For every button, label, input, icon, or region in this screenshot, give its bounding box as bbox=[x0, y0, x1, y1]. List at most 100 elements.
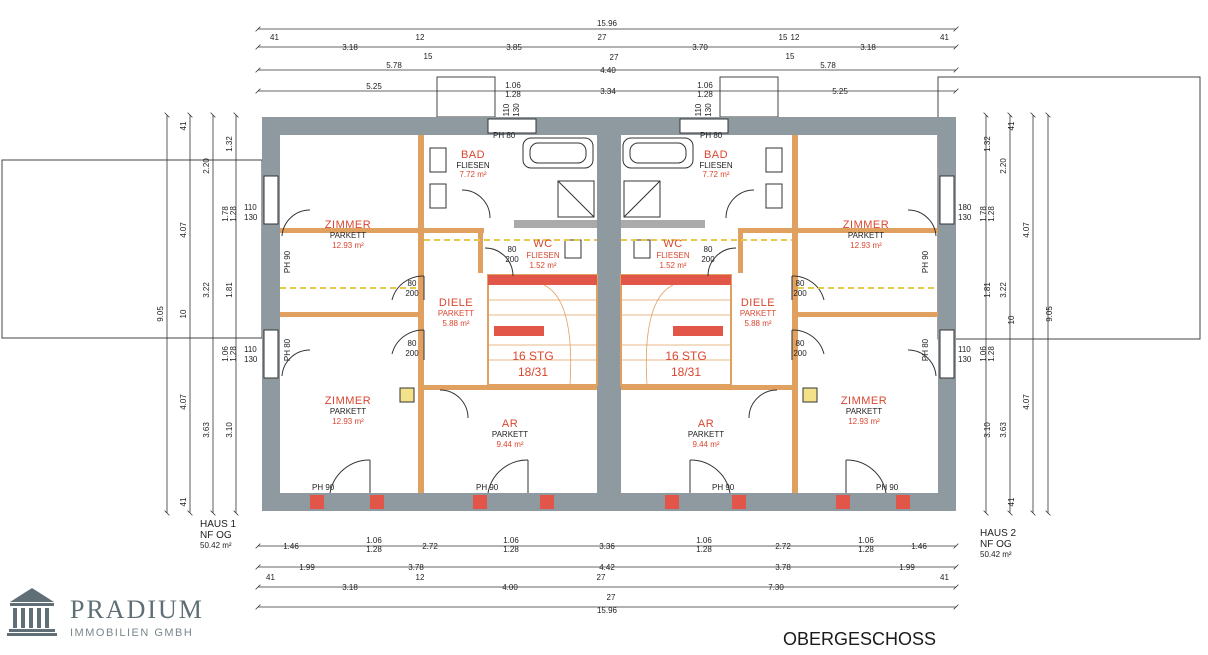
dim-value: 3.85 bbox=[506, 43, 522, 52]
stair-label-2: 16 STG bbox=[665, 349, 706, 363]
dimension-labels-bottom: 1.46 1.06 1.28 2.72 3.36 1.06 1.28 2.72 … bbox=[266, 536, 949, 615]
dim-value: 3.63 bbox=[202, 422, 211, 438]
room-floor: PARKETT bbox=[492, 430, 528, 439]
dim-value: 41 bbox=[179, 497, 188, 506]
dim-value: 2.72 bbox=[775, 542, 791, 551]
room-labels: ZIMMER PARKETT 12.93 m² ZIMMER PARKETT 1… bbox=[325, 149, 889, 449]
dim-value: 1.28 bbox=[229, 206, 238, 222]
dim-value: 41 bbox=[940, 33, 949, 42]
dim-value: 130 bbox=[958, 355, 972, 364]
dim-value: 3.36 bbox=[599, 542, 615, 551]
dimension-labels-left: 9.05 41 4.07 10 4.07 41 1.32 2.20 3.22 3… bbox=[156, 121, 258, 506]
room-floor: PARKETT bbox=[848, 231, 884, 240]
dim-value: 3.22 bbox=[202, 282, 211, 298]
dim-value: 4.07 bbox=[1022, 222, 1031, 238]
room-area: 12.93 m² bbox=[332, 417, 364, 426]
dim-value: 4.40 bbox=[600, 66, 616, 75]
dim-value: 1.06 bbox=[503, 536, 519, 545]
company-logo: PRADIUM IMMOBILIEN GMBH bbox=[7, 588, 202, 639]
dim-value: 1.81 bbox=[225, 282, 234, 298]
dimension-labels-right: 9.05 41 4.07 10 4.07 41 1.32 2.20 3.22 3… bbox=[958, 121, 1054, 506]
house-1-area: 50.42 m² bbox=[200, 541, 232, 550]
chimney-icon bbox=[399, 387, 415, 403]
dim-value: 1.28 bbox=[505, 90, 521, 99]
chimney-icon bbox=[802, 387, 818, 403]
windows bbox=[263, 118, 955, 509]
dim-value: 9.05 bbox=[1045, 306, 1054, 322]
dim-value: 41 bbox=[270, 33, 279, 42]
sink-icon bbox=[429, 183, 447, 209]
door-type: PH 90 bbox=[712, 483, 735, 492]
dim-value: 130 bbox=[244, 355, 258, 364]
dim-value: 3.70 bbox=[692, 43, 708, 52]
house-2-area: 50.42 m² bbox=[980, 550, 1012, 559]
door-type: PH 80 bbox=[283, 338, 292, 361]
dim-value: 1.32 bbox=[983, 136, 992, 152]
dim-value: 4.07 bbox=[179, 222, 188, 238]
dim-value: 3.18 bbox=[342, 583, 358, 592]
dim-value: 5.25 bbox=[366, 82, 382, 91]
dim-value: 1.78 bbox=[221, 206, 230, 222]
dim-value: 1.06 bbox=[221, 346, 230, 362]
dim-value: 2.20 bbox=[999, 158, 1008, 174]
house-1-label: HAUS 1 bbox=[200, 519, 237, 530]
room-floor: FLIESEN bbox=[699, 161, 733, 170]
dim-value: 1.28 bbox=[987, 346, 996, 362]
toilet-icon bbox=[564, 239, 582, 259]
dim-value: 4.00 bbox=[502, 583, 518, 592]
door-type: PH 90 bbox=[312, 483, 335, 492]
dim-value: 5.78 bbox=[820, 61, 836, 70]
door-height: 200 bbox=[505, 255, 519, 264]
fixtures bbox=[399, 137, 818, 403]
dim-value: 1.81 bbox=[983, 282, 992, 298]
door-width: 80 bbox=[704, 245, 713, 254]
dim-value: 1.78 bbox=[979, 206, 988, 222]
door-height: 200 bbox=[793, 349, 807, 358]
dim-value: 1.06 bbox=[505, 81, 521, 90]
dim-value: 1.06 bbox=[979, 346, 988, 362]
dim-value: 12 bbox=[416, 33, 425, 42]
door-width: 80 bbox=[408, 279, 417, 288]
room-floor: PARKETT bbox=[688, 430, 724, 439]
dim-value: 1.06 bbox=[366, 536, 382, 545]
room-area: 7.72 m² bbox=[459, 170, 486, 179]
door-type: PH 80 bbox=[700, 131, 723, 140]
dim-value: 1.28 bbox=[229, 346, 238, 362]
dim-value: 41 bbox=[179, 121, 188, 130]
dim-value: 7.30 bbox=[768, 583, 784, 592]
sink-icon bbox=[765, 183, 783, 209]
dim-value: 3.10 bbox=[225, 422, 234, 438]
door-width: 80 bbox=[796, 339, 805, 348]
house-1-sublabel: NF OG bbox=[200, 530, 232, 541]
dim-value: 15 bbox=[424, 52, 433, 61]
dim-value: 1.06 bbox=[858, 536, 874, 545]
dim-top-total: 15.96 bbox=[597, 19, 618, 28]
dim-value: 41 bbox=[266, 573, 275, 582]
room-name: DIELE bbox=[439, 297, 473, 309]
dim-value: 4.42 bbox=[599, 563, 615, 572]
house-2-label: HAUS 2 bbox=[980, 528, 1017, 539]
stair-ratio-2: 18/31 bbox=[671, 365, 701, 379]
room-floor: PARKETT bbox=[846, 407, 882, 416]
room-name: WC bbox=[533, 238, 552, 250]
dim-value: 2.20 bbox=[202, 158, 211, 174]
room-area: 5.88 m² bbox=[442, 319, 469, 328]
door-type: PH 90 bbox=[921, 250, 930, 273]
walls bbox=[262, 117, 956, 511]
dim-value: 41 bbox=[940, 573, 949, 582]
door-type: PH 90 bbox=[476, 483, 499, 492]
room-floor: FLIESEN bbox=[526, 251, 560, 260]
room-area: 9.44 m² bbox=[496, 440, 523, 449]
dim-value: 9.05 bbox=[156, 306, 165, 322]
room-floor: FLIESEN bbox=[656, 251, 690, 260]
room-name: ZIMMER bbox=[843, 219, 889, 231]
room-floor: PARKETT bbox=[438, 309, 474, 318]
door-labels: 80 200 80 200 80 200 80 200 80 200 80 20… bbox=[283, 131, 930, 492]
sink-icon bbox=[429, 147, 447, 173]
dim-value: 110 bbox=[502, 103, 511, 116]
dim-value: 12 bbox=[791, 33, 800, 42]
dim-value: 1.28 bbox=[987, 206, 996, 222]
dim-value: 1.99 bbox=[899, 563, 915, 572]
door-width: 80 bbox=[796, 279, 805, 288]
dim-value: 1.06 bbox=[697, 81, 713, 90]
